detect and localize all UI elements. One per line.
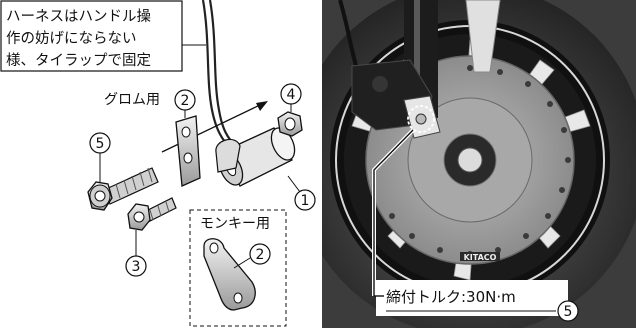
note-line-1: ハーネスはハンドル操 (6, 8, 151, 25)
part-number-2-grommet: 2 (174, 89, 196, 111)
note-line-2: 作の妨げにならない (6, 30, 137, 47)
wheel-photo: KITACO (322, 0, 636, 328)
bracket-grommet (175, 115, 201, 187)
svg-text:2: 2 (181, 93, 190, 109)
svg-text:5: 5 (96, 136, 105, 152)
small-bolt-part (127, 197, 177, 231)
collar-part (215, 127, 296, 187)
svg-text:5: 5 (564, 304, 573, 320)
part-number-5: 5 (89, 132, 111, 154)
grommet-label: グロム用 (104, 92, 160, 108)
svg-text:4: 4 (287, 87, 296, 103)
part-number-5-photo: 5 (557, 300, 579, 322)
part-number-1: 1 (294, 189, 316, 211)
photo-brand-decal: KITACO (464, 253, 497, 262)
bracket-monkey (203, 238, 256, 311)
part-number-3: 3 (125, 255, 147, 277)
harness-note-box: ハーネスはハンドル操 作の妨げにならない 様、タイラップで固定 (0, 0, 183, 72)
torque-label: 締付トルク:30N·m (386, 288, 516, 306)
exploded-parts-diagram: ハーネスはハンドル操 作の妨げにならない 様、タイラップで固定 グロム用 2 (0, 0, 316, 327)
monkey-variant-box: モンキー用 2 (189, 209, 287, 327)
note-line-3: 様、タイラップで固定 (6, 52, 151, 69)
part-number-2-monkey: 2 (249, 243, 271, 265)
flange-bolt-part (87, 167, 159, 211)
bolt-highlight-circle (407, 105, 435, 133)
svg-text:1: 1 (301, 193, 310, 209)
nut-part (277, 111, 303, 137)
harness-cable (201, 0, 233, 151)
monkey-label: モンキー用 (200, 216, 270, 232)
svg-text:2: 2 (256, 247, 265, 263)
torque-callout: 締付トルク:30N·m 5 (372, 105, 579, 322)
svg-text:3: 3 (132, 259, 141, 275)
part-number-4: 4 (280, 83, 302, 105)
